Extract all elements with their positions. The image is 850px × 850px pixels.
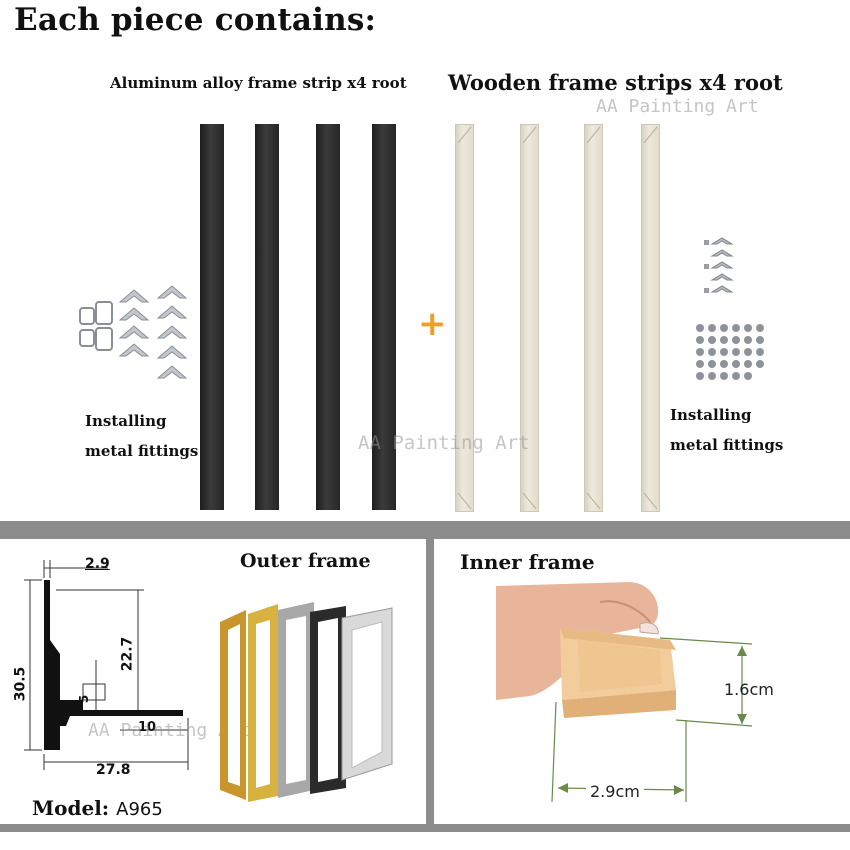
left-fittings-icon <box>79 285 188 379</box>
dim-top-width: 2.9 <box>85 556 110 572</box>
caption-line: Installing <box>85 412 167 430</box>
wood-strip-bevel <box>643 126 658 510</box>
model-key: Model <box>32 796 102 820</box>
plus-icon: + <box>418 304 447 344</box>
page-title: Each piece contains: <box>14 2 377 38</box>
aluminum-strip-label: Aluminum alloy frame strip x4 root <box>110 74 407 92</box>
aluminum-strip <box>200 124 224 510</box>
wood-strip-bevel <box>457 126 472 510</box>
right-fittings-icon <box>696 237 764 380</box>
profile-diagram <box>24 560 189 770</box>
section-divider <box>0 824 850 832</box>
right-fittings-caption: Installing metal fittings <box>670 400 783 460</box>
wood-strip-bevel <box>522 126 537 510</box>
caption-line: Installing <box>670 406 752 424</box>
wood-strip <box>584 124 603 512</box>
model-sep: : <box>101 796 110 820</box>
dim-lip: 5 <box>77 694 92 704</box>
inner-width-dim: 2.9cm <box>586 782 644 801</box>
aluminum-strip <box>316 124 340 510</box>
aluminum-strip <box>372 124 396 510</box>
aluminum-strip <box>255 124 279 510</box>
watermark: AA Painting Art <box>358 432 530 454</box>
wood-strip <box>455 124 474 512</box>
dim-base-width: 27.8 <box>96 762 131 778</box>
inner-frame-photo <box>496 582 753 803</box>
frame-sample-champagne <box>248 604 278 802</box>
section-divider-vertical <box>426 539 434 824</box>
wood-strip <box>520 124 539 512</box>
outer-frame-title: Outer frame <box>240 550 371 572</box>
wood-strip-label: Wooden frame strips x4 root <box>448 70 783 95</box>
caption-line: metal fittings <box>670 436 784 454</box>
frame-sample-silver <box>278 602 314 798</box>
inner-frame-title: Inner frame <box>460 550 595 574</box>
wood-strip <box>641 124 660 512</box>
watermark: AA Painting Art <box>88 720 251 741</box>
dim-lower: 10 <box>138 720 157 735</box>
frame-sample-black <box>310 606 346 794</box>
model-value: A965 <box>116 799 163 820</box>
frame-sample-gold <box>220 610 246 800</box>
model-label: Model: A965 <box>32 796 163 820</box>
left-fittings-caption: Installing metal fittings <box>85 406 198 466</box>
frame-sample-white <box>341 607 393 781</box>
inner-height-dim: 1.6cm <box>724 680 774 699</box>
outer-frame-samples <box>220 602 393 802</box>
watermark: AA Painting Art <box>596 96 759 117</box>
caption-line: metal fittings <box>85 442 199 460</box>
dim-height-total: 30.5 <box>12 666 29 702</box>
section-divider <box>0 521 850 539</box>
wood-strip-bevel <box>586 126 601 510</box>
dim-inner-height: 22.7 <box>119 636 136 672</box>
